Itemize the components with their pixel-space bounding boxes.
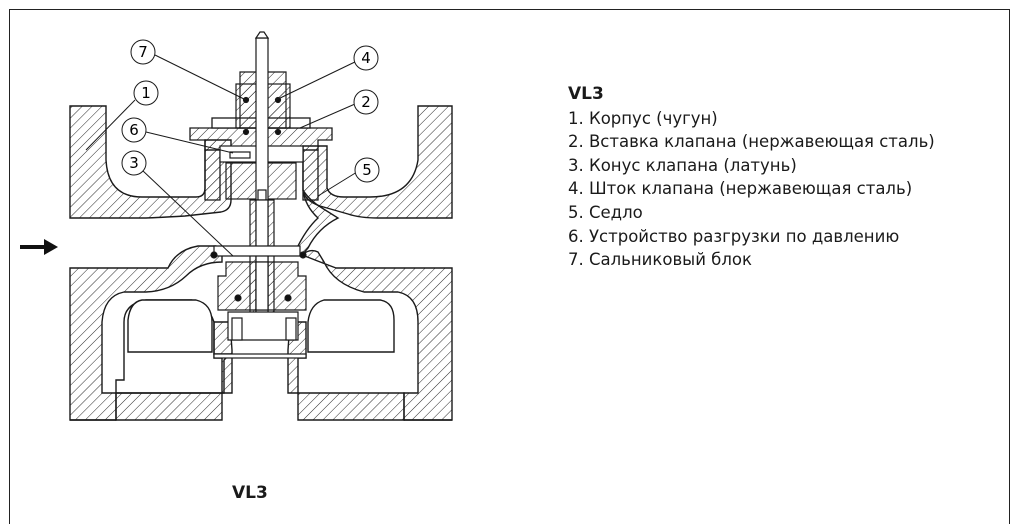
figure-frame — [9, 9, 1010, 524]
legend-item: 4. Шток клапана (нержавеющая сталь) — [568, 179, 913, 199]
legend-item: 2. Вставка клапана (нержавеющая сталь) — [568, 132, 935, 152]
inlet-arrow — [20, 239, 58, 255]
svg-text:1: 1 — [141, 84, 151, 102]
valve-seat — [210, 245, 307, 259]
valve-body — [69, 105, 453, 421]
legend-item: 3. Конус клапана (латунь) — [568, 155, 797, 175]
legend-item: 6. Устройство разгрузки по давлению — [568, 226, 900, 246]
svg-text:4: 4 — [361, 49, 371, 67]
legend-item: 7. Сальниковый блок — [568, 250, 752, 270]
callout-5: 5 — [354, 157, 380, 183]
callout-4: 4 — [353, 45, 379, 71]
callout-2: 2 — [353, 89, 379, 115]
svg-text:5: 5 — [362, 161, 372, 179]
parts-legend: VL3 1. Корпус (чугун) 2. Вставка клапана… — [568, 83, 935, 272]
svg-text:3: 3 — [129, 154, 139, 172]
valve-cross-section-diagram: 7 1 6 3 4 2 5 — [20, 31, 453, 421]
callout-1: 1 — [133, 80, 159, 106]
callout-7: 7 — [130, 39, 156, 65]
callout-6: 6 — [121, 117, 147, 143]
svg-text:6: 6 — [129, 121, 139, 139]
callout-leaders — [85, 54, 360, 257]
legend-list: 1. Корпус (чугун) 2. Вставка клапана (не… — [568, 107, 935, 272]
callout-3: 3 — [121, 150, 147, 176]
svg-text:7: 7 — [138, 43, 148, 61]
valve-cone — [213, 261, 307, 359]
legend-title: VL3 — [568, 84, 604, 104]
svg-text:2: 2 — [361, 93, 371, 111]
figure-caption: VL3 — [232, 483, 268, 503]
legend-item: 1. Корпус (чугун) — [568, 108, 718, 128]
legend-item: 5. Седло — [568, 202, 643, 222]
